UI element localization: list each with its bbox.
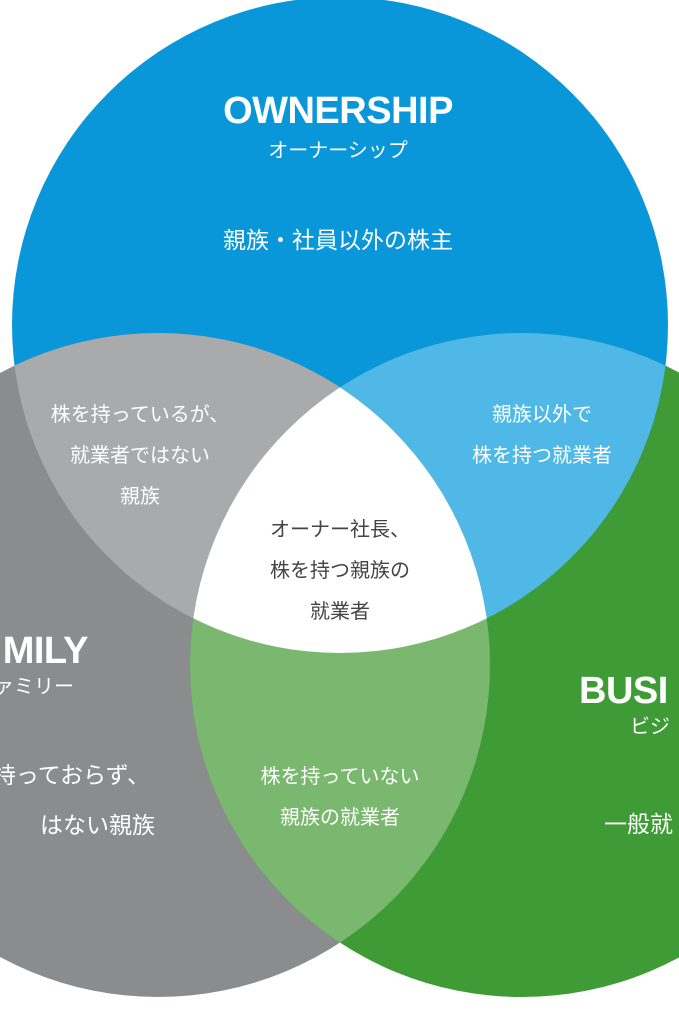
text-line: 親族 bbox=[119, 484, 160, 508]
ownership-title: OWNERSHIP bbox=[223, 90, 453, 132]
business-desc: 一般就 bbox=[604, 812, 673, 838]
text-line: 就業者ではない bbox=[69, 443, 210, 467]
family-business-text: 株を持っていない 親族の就業者 bbox=[261, 756, 420, 838]
ownership-desc: 親族・社員以外の株主 bbox=[223, 228, 453, 254]
family-kana: ァミリー bbox=[0, 674, 74, 698]
ownership-business-text: 親族以外で 株を持つ就業者 bbox=[472, 394, 612, 476]
family-desc-line1: 持っておらず、 bbox=[0, 763, 150, 789]
ownership-family-text: 株を持っているが、 就業者ではない 親族 bbox=[51, 394, 230, 517]
text-line: オーナー社長、 bbox=[270, 517, 410, 541]
text-line: 株を持っていない bbox=[260, 764, 420, 788]
text-line: 株を持つ就業者 bbox=[472, 443, 612, 467]
business-kana: ビジ bbox=[630, 714, 670, 738]
business-title: BUSI bbox=[579, 670, 668, 712]
text-line: 親族の就業者 bbox=[280, 805, 400, 829]
text-line: 株を持つ親族の bbox=[270, 558, 410, 582]
ownership-kana: オーナーシップ bbox=[268, 138, 408, 162]
text-line: 親族以外で bbox=[492, 402, 592, 426]
text-line: 株を持っているが、 bbox=[50, 402, 230, 426]
all-overlap-text: オーナー社長、 株を持つ親族の 就業者 bbox=[270, 509, 410, 632]
text-line: 就業者 bbox=[310, 599, 370, 623]
family-desc-line2: はない親族 bbox=[40, 813, 155, 839]
family-title: MILY bbox=[2, 630, 89, 672]
all-overlap bbox=[190, 333, 490, 653]
